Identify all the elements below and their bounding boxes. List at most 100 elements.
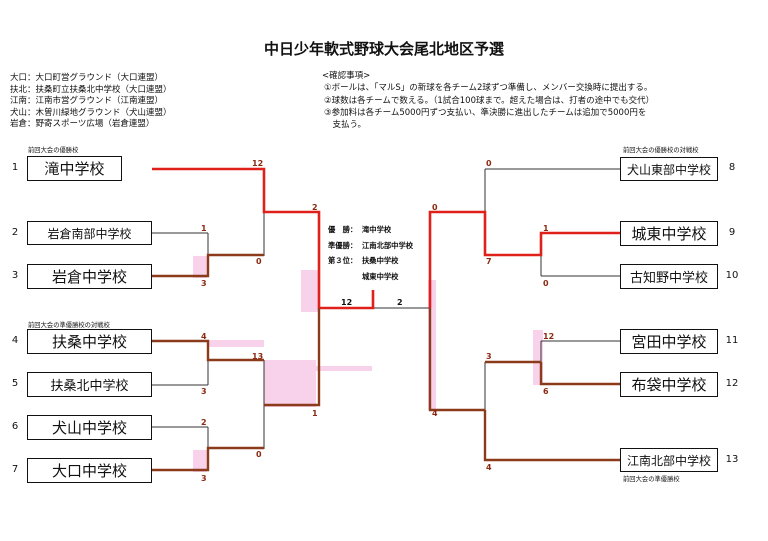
win-path-champion [152, 167, 375, 310]
shade-mark [264, 360, 316, 407]
third-place-label: 第３位： [328, 256, 358, 266]
team-note: 前回大会の準優勝校 [623, 476, 680, 483]
team-box-inuyama-tobu: 犬山東部中学校 [620, 157, 718, 181]
score-label: 4 [486, 463, 492, 472]
red-win-path [152, 167, 620, 310]
note-item: ③参加料は各チーム5000円ずつ支払い、準決勝に進出したチームは追加で5000円… [324, 107, 647, 118]
score-label: 1 [201, 224, 207, 233]
third-place-name: 扶桑中学校 [362, 256, 399, 266]
score-label: 4 [201, 332, 207, 341]
third-place-row: 城東中学校 [328, 269, 413, 285]
score-label: 0 [543, 279, 549, 288]
score-label: 2 [201, 418, 207, 427]
team-box-hotei: 布袋中学校 [620, 372, 718, 397]
team-box-jouto: 城東中学校 [620, 221, 718, 246]
seed-number: 11 [725, 335, 739, 346]
third-place-name: 城東中学校 [362, 271, 399, 281]
team-box-inuyama: 犬山中学校 [27, 415, 152, 440]
third-place-row: 第３位： 扶桑中学校 [328, 253, 413, 269]
score-label: 0 [256, 257, 262, 266]
score-label: 3 [201, 279, 207, 288]
score-label: 13 [252, 352, 264, 361]
team-note: 前回大会の優勝校 [28, 147, 79, 154]
score-label: 0 [256, 450, 262, 459]
venue-item: 犬山：木曽川緑地グラウンド（犬山連盟） [10, 107, 172, 118]
venue-item: 江南：江南市営グラウンド（江南連盟） [10, 96, 164, 107]
final-score-left: 12 [341, 298, 353, 307]
win-path-konan-sf [428, 308, 485, 412]
champion-label: 優 勝： [328, 225, 358, 234]
win-path-jouto [428, 210, 620, 308]
champion-name: 滝中学校 [362, 225, 392, 234]
score-label: 4 [432, 409, 438, 418]
notes-heading: <確認事項> [322, 71, 371, 81]
seed-number: 7 [11, 464, 19, 475]
score-label: 2 [312, 203, 318, 212]
team-box-iwakura-nanbu: 岩倉南部中学校 [27, 221, 152, 245]
runner-up-label: 準優勝： [328, 240, 358, 250]
team-box-iwakura: 岩倉中学校 [27, 264, 152, 289]
team-box-fuso: 扶桑中学校 [27, 329, 152, 354]
win-path-iwakura [152, 253, 264, 278]
shade-layer [193, 256, 543, 472]
win-path-hotei [539, 362, 620, 386]
seed-number: 13 [725, 454, 739, 465]
seed-number: 2 [11, 227, 19, 238]
score-label: 6 [543, 387, 549, 396]
seed-number: 10 [725, 270, 739, 281]
score-label: 3 [486, 352, 492, 361]
seed-number: 6 [11, 421, 19, 432]
team-note: 前回大会の優勝校の対戦校 [623, 147, 699, 154]
score-label: 3 [201, 474, 207, 483]
note-item: ①ボールは、「マルS」の新球を各チーム2球ずつ準備し、メンバー交換時に提出する。 [324, 83, 653, 94]
score-label: 12 [543, 332, 555, 341]
score-label: 1 [543, 224, 549, 233]
shade-mark [193, 256, 207, 278]
brown-win-path [152, 253, 620, 472]
thin-lines [152, 168, 620, 449]
team-box-taki: 滝中学校 [27, 156, 122, 181]
venue-item: 扶北：扶桑町立扶桑北中学校（大口連盟） [10, 84, 172, 95]
results-summary: 優 勝： 滝中学校 準優勝： 江南北部中学校 第３位： 扶桑中学校 城東中学校 [328, 222, 413, 284]
score-label: 0 [432, 203, 438, 212]
team-box-miyata: 宮田中学校 [620, 329, 718, 354]
venue-item: 岩倉：野寄スポーツ広場（岩倉連盟） [10, 119, 155, 130]
seed-number: 12 [725, 378, 739, 389]
team-box-kochino: 古知野中学校 [620, 264, 718, 289]
seed-number: 1 [11, 162, 19, 173]
note-item: ②球数は各チームで数える。（1試合100球まで。超えた場合は、打者の途中でも交代… [324, 95, 655, 106]
shade-mark [208, 340, 264, 347]
note-item: 支払う。 [324, 120, 367, 131]
shade-mark [533, 330, 543, 385]
score-label: 12 [252, 159, 264, 168]
venue-item: 大口：大口町営グラウンド（大口連盟） [10, 73, 164, 83]
win-path-fuso [152, 339, 264, 362]
score-label: 3 [201, 387, 207, 396]
shade-mark [428, 280, 436, 410]
runner-up-name: 江南北部中学校 [362, 240, 414, 250]
team-box-oguchi: 大口中学校 [27, 458, 152, 483]
score-label: 7 [486, 257, 492, 266]
champion-row: 優 勝： 滝中学校 [328, 222, 413, 238]
seed-number: 9 [728, 227, 736, 238]
win-path-fuso-sf [264, 308, 321, 407]
runner-up-row: 準優勝： 江南北部中学校 [328, 238, 413, 254]
team-box-konan-hokubu: 江南北部中学校 [620, 448, 718, 472]
page-title: 中日少年軟式野球大会尾北地区予選 [263, 40, 504, 58]
score-label: 0 [486, 159, 492, 168]
shade-mark [301, 270, 319, 312]
final-score-right: 2 [397, 298, 403, 307]
seed-number: 8 [728, 162, 736, 173]
seed-number: 3 [11, 270, 19, 281]
team-box-fuso-kita: 扶桑北中学校 [27, 372, 152, 397]
shade-mark [316, 366, 372, 371]
notes-block: <確認事項> ①ボールは、「マルS」の新球を各チーム2球ずつ準備し、メンバー交換… [322, 70, 654, 131]
seed-number: 5 [11, 378, 19, 389]
score-label: 1 [312, 409, 318, 418]
shade-mark [193, 450, 207, 472]
team-note: 前回大会の準優勝校の対戦校 [28, 322, 110, 329]
seed-number: 4 [11, 335, 19, 346]
win-path-konan [483, 410, 620, 462]
win-path-oguchi [152, 446, 264, 472]
